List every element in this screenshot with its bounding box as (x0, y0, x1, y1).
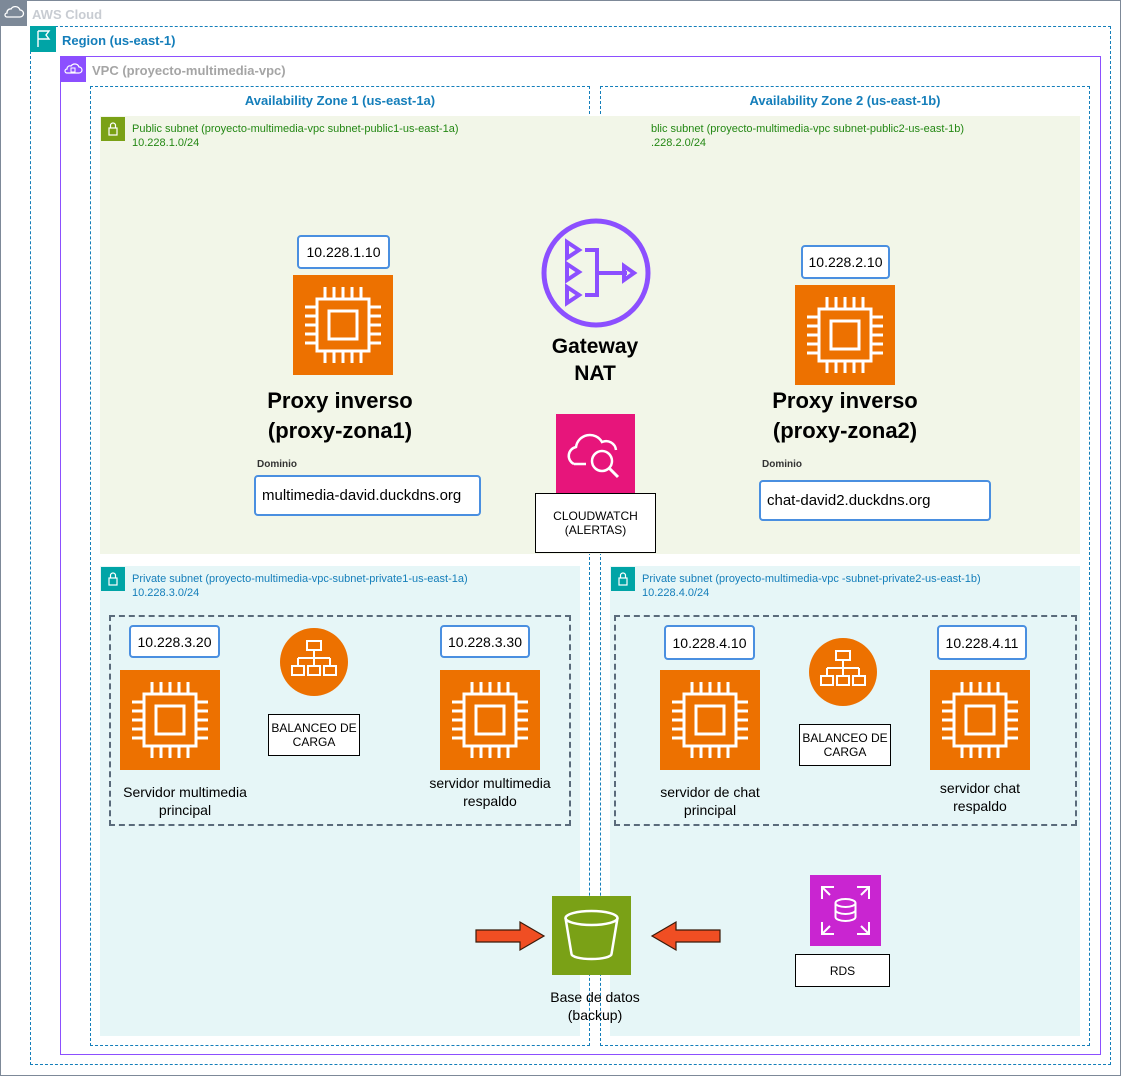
public-subnet-1-lock-icon (101, 117, 125, 141)
lb2-line2: CARGA (823, 745, 867, 759)
mm-respaldo-ip: 10.228.3.30 (440, 625, 530, 658)
chat-respaldo-line1: servidor chat (939, 780, 1021, 796)
chat-principal-line1: servidor de chat (660, 784, 760, 800)
mm-principal-label: Servidor multimedia principal (100, 783, 270, 819)
availability-zone-1 (90, 86, 590, 1046)
cloudwatch-line1: CLOUDWATCH (553, 509, 638, 523)
proxy1-title-line2: (proxy-zona1) (267, 418, 413, 443)
proxy1-ec2-icon (293, 275, 393, 375)
s3-bucket-icon (552, 896, 631, 975)
mm-principal-line2: principal (158, 802, 212, 818)
proxy1-ip: 10.228.1.10 (297, 235, 390, 269)
chat-respaldo-label: servidor chat respaldo (895, 779, 1065, 815)
region-group (30, 26, 1111, 1065)
chat-group (614, 615, 1077, 826)
nat-gateway-icon (540, 217, 652, 329)
cloudwatch-label: CLOUDWATCH (ALERTAS) (535, 493, 656, 553)
public-subnet-1-name: Public subnet (proyecto-multimedia-vpc s… (132, 123, 459, 135)
private-subnet-2-label: Private subnet (proyecto-multimedia-vpc … (642, 572, 981, 600)
private-subnet-2-cidr: 10.228.4.0/24 (642, 587, 710, 599)
proxy1-title: Proxy inverso (proxy-zona1) (230, 386, 450, 446)
load-balancer-1-label: BALANCEO DE CARGA (268, 714, 360, 756)
mm-respaldo-line2: respaldo (463, 793, 517, 809)
private-subnet-1-name: Private subnet (proyecto-multimedia-vpc-… (132, 573, 468, 585)
public-subnet-1-label: Public subnet (proyecto-multimedia-vpc s… (132, 122, 458, 150)
lb1-line2: CARGA (292, 735, 336, 749)
load-balancer-2-icon (808, 637, 878, 707)
region-flag-icon (30, 26, 56, 52)
mm-respaldo-line1: servidor multimedia (429, 775, 551, 791)
private-subnet-2-name: Private subnet (proyecto-multimedia-vpc … (642, 573, 981, 585)
mm-principal-ip: 10.228.3.20 (129, 625, 220, 658)
proxy1-domain-label: Dominio (257, 459, 297, 470)
nat-line2: NAT (574, 362, 616, 385)
lb1-line1: BALANCEO DE (271, 721, 357, 735)
az2-title: Availability Zone 2 (us-east-1b) (749, 93, 941, 108)
proxy2-domain-field[interactable]: chat-david2.duckdns.org (759, 480, 991, 521)
public-subnet-2-cidr: .228.2.0/24 (651, 137, 707, 149)
region-title: Region (us-east-1) (62, 33, 176, 48)
load-balancer-2-label: BALANCEO DE CARGA (799, 724, 891, 766)
chat-principal-label: servidor de chat principal (625, 783, 795, 819)
chat-respaldo-ip: 10.228.4.11 (937, 625, 1027, 660)
load-balancer-1-icon (279, 627, 349, 697)
public-subnet-1-cidr: 10.228.1.0/24 (132, 137, 200, 149)
aws-cloud-title: AWS Cloud (32, 7, 103, 22)
chat-principal-line2: principal (683, 802, 737, 818)
proxy1-domain-field[interactable]: multimedia-david.duckdns.org (254, 475, 481, 516)
private-subnet-2-lock-icon (611, 567, 635, 591)
arrow-left-icon (650, 920, 722, 952)
multimedia-group (109, 615, 571, 826)
rds-label: RDS (795, 954, 890, 987)
proxy2-title: Proxy inverso (proxy-zona2) (735, 386, 955, 446)
public-subnet-2-name: blic subnet (proyecto-multimedia-vpc sub… (651, 123, 965, 135)
private-subnet-1-label: Private subnet (proyecto-multimedia-vpc-… (132, 572, 468, 600)
mm-respaldo-ec2-icon (440, 670, 540, 770)
proxy2-ec2-icon (795, 285, 895, 385)
mm-principal-ec2-icon (120, 670, 220, 770)
cloud-icon (0, 0, 27, 26)
chat-principal-ec2-icon (660, 670, 760, 770)
chat-respaldo-ec2-icon (930, 670, 1030, 770)
vpc-icon (60, 56, 86, 82)
proxy2-title-line1: Proxy inverso (772, 388, 918, 413)
nat-line1: Gateway (551, 335, 639, 358)
arrow-right-icon (474, 920, 546, 952)
cloudwatch-line2: (ALERTAS) (564, 523, 627, 537)
mm-principal-line1: Servidor multimedia (123, 784, 247, 800)
proxy1-title-line1: Proxy inverso (267, 388, 413, 413)
chat-respaldo-line2: respaldo (953, 798, 1007, 814)
chat-principal-ip: 10.228.4.10 (664, 625, 755, 660)
nat-gateway-label: Gateway NAT (520, 333, 670, 387)
private-subnet-1-lock-icon (101, 567, 125, 591)
backup-label: Base de datos (backup) (515, 988, 675, 1024)
az1-title: Availability Zone 1 (us-east-1a) (244, 93, 436, 108)
proxy2-domain-label: Dominio (762, 459, 802, 470)
vpc-title: VPC (proyecto-multimedia-vpc) (92, 63, 286, 78)
cloudwatch-icon (556, 414, 635, 493)
public-subnet-2-label: blic subnet (proyecto-multimedia-vpc sub… (651, 122, 964, 150)
rds-icon (810, 875, 881, 946)
proxy2-ip: 10.228.2.10 (801, 245, 890, 279)
backup-line2: (backup) (567, 1007, 623, 1023)
availability-zone-2 (600, 86, 1090, 1046)
backup-line1: Base de datos (550, 989, 640, 1005)
private-subnet-1-cidr: 10.228.3.0/24 (132, 587, 200, 599)
vpc-group (60, 56, 1101, 1055)
lb2-line1: BALANCEO DE (802, 731, 888, 745)
proxy2-title-line2: (proxy-zona2) (772, 418, 918, 443)
mm-respaldo-label: servidor multimedia respaldo (405, 774, 575, 810)
